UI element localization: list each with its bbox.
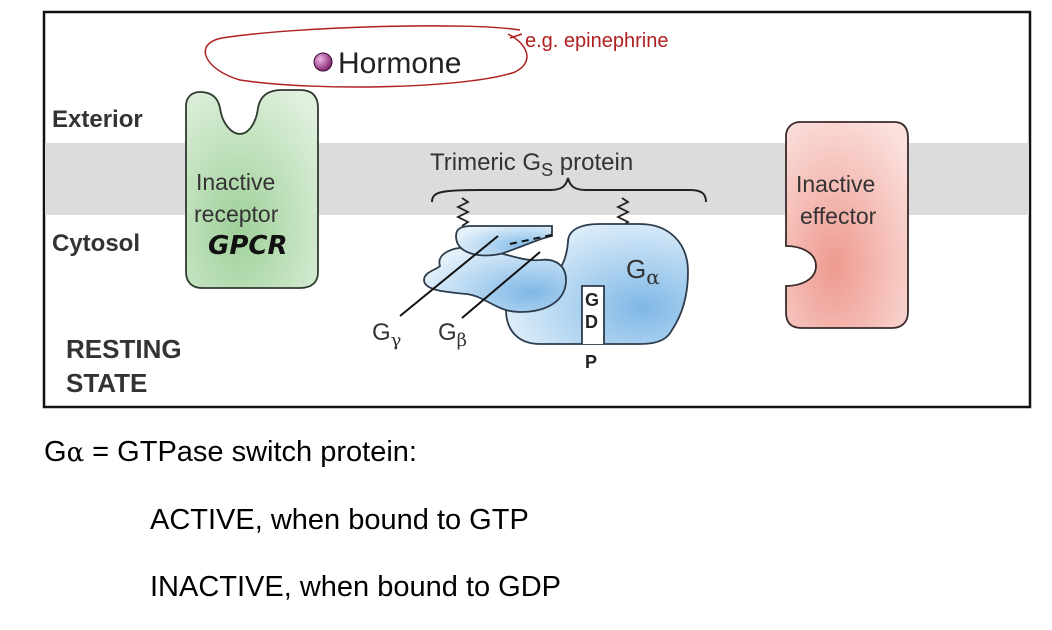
g-gamma-subunit	[455, 225, 553, 257]
lipid-anchor-gamma	[455, 197, 471, 227]
gpcr-handwritten-label: GPCR	[208, 231, 288, 261]
exterior-label: Exterior	[52, 106, 143, 133]
lipid-anchor-alpha	[615, 197, 631, 227]
gamma-leader-line	[399, 235, 499, 317]
gdp-pocket	[581, 285, 605, 344]
g-protein-diagram: e.g. epinephrine Hormone Exterior Cytoso…	[42, 10, 1032, 409]
gdp-letter-g: G	[585, 290, 599, 310]
annotation-oval	[204, 25, 528, 88]
gamma-beta-dashed-line	[509, 233, 557, 245]
beta-leader-line	[461, 251, 541, 319]
g-beta-label: Gβ	[438, 319, 467, 351]
effector-label-line2: effector	[800, 203, 877, 229]
effector-label-line1: Inactive	[796, 171, 875, 197]
inactive-effector-shape	[785, 121, 909, 329]
resting-state-label-line2: STATE	[66, 368, 147, 398]
resting-state-label-line1: RESTING	[66, 334, 182, 364]
gdp-letter-p: P	[585, 352, 597, 372]
hormone-label: Hormone	[338, 47, 461, 80]
g-gamma-label: Gγ	[372, 319, 401, 351]
gs-protein-brace	[431, 177, 707, 203]
annotation-leader	[509, 33, 523, 39]
gdp-letter-d: D	[585, 312, 598, 332]
caption-active-state: ACTIVE, when bound to GTP	[150, 504, 529, 536]
receptor-label-line2: receptor	[194, 201, 279, 227]
annotation-epinephrine: e.g. epinephrine	[525, 30, 668, 52]
inactive-receptor-shape	[185, 89, 319, 289]
g-alpha-label: Gα	[626, 254, 660, 289]
hormone-icon	[313, 52, 333, 72]
receptor-label-line1: Inactive	[196, 169, 275, 195]
cytosol-label: Cytosol	[52, 230, 140, 257]
caption-galpha-definition: Gα = GTPase switch protein:	[44, 436, 417, 468]
caption-inactive-state: INACTIVE, when bound to GDP	[150, 571, 562, 603]
gs-protein-title: Trimeric GS protein	[430, 149, 633, 180]
